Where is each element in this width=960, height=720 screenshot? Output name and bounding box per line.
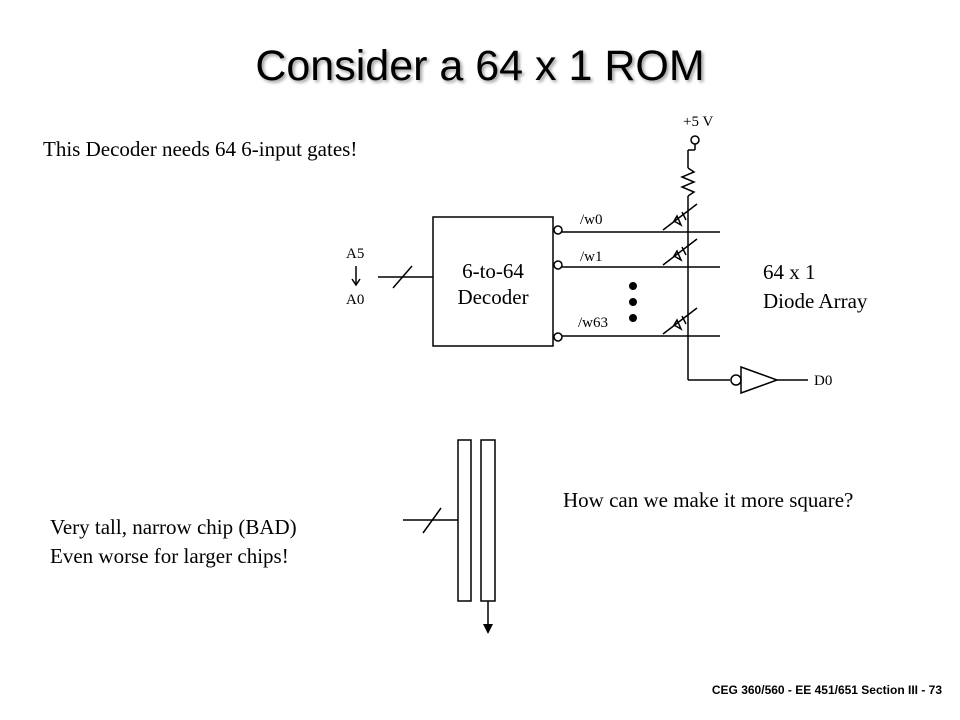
decoder-label: 6-to-64 Decoder	[433, 258, 553, 310]
diode-w63	[662, 307, 698, 335]
word-line-label-w1: /w1	[580, 249, 603, 265]
tall-chip-output-arrow	[483, 624, 493, 634]
pull-up-resistor	[680, 167, 696, 197]
output-label: D0	[814, 373, 833, 389]
supply-terminal	[690, 135, 700, 145]
tall-chip-right	[480, 439, 496, 602]
decoder-gates-note: This Decoder needs 64 6-input gates!	[43, 137, 358, 161]
address-low-label: A0	[346, 292, 365, 308]
word-line-label-w63: /w63	[578, 315, 608, 331]
output-inverter	[740, 365, 780, 395]
slide-title: Consider a 64 x 1 ROM	[255, 42, 705, 90]
word-line-label-w0: /w0	[580, 212, 603, 228]
diode-array-label: 64 x 1 Diode Array	[763, 258, 867, 316]
decoder-box	[432, 216, 554, 347]
tall-chip-left	[457, 439, 472, 602]
w1-bubble	[553, 260, 563, 270]
tall-chip-input-slash	[422, 507, 442, 534]
tall-chip-note-line1: Very tall, narrow chip (BAD)	[50, 515, 297, 539]
decoder-label-line1: 6-to-64	[462, 259, 524, 283]
inverter-bubble	[730, 374, 742, 386]
tall-chip-note-line2: Even worse for larger chips!	[50, 544, 289, 568]
decoder-label-line2: Decoder	[457, 285, 529, 309]
w63-bubble	[553, 332, 563, 342]
tall-chip-note: Very tall, narrow chip (BAD) Even worse …	[50, 513, 297, 571]
diode-w1	[662, 238, 698, 266]
supply-voltage-label: +5 V	[683, 114, 714, 130]
diode-array-label-line1: 64 x 1	[763, 260, 816, 284]
slide-footer: CEG 360/560 - EE 451/651 Section III - 7…	[711, 683, 942, 697]
address-bus-slash	[392, 265, 413, 289]
ellipsis-dots	[629, 282, 637, 322]
address-high-label: A5	[346, 246, 365, 262]
diode-array-label-line2: Diode Array	[763, 289, 868, 313]
address-arrow-head	[351, 278, 361, 287]
w0-bubble	[553, 225, 563, 235]
diode-w0	[662, 203, 698, 231]
square-question: How can we make it more square?	[563, 488, 854, 512]
